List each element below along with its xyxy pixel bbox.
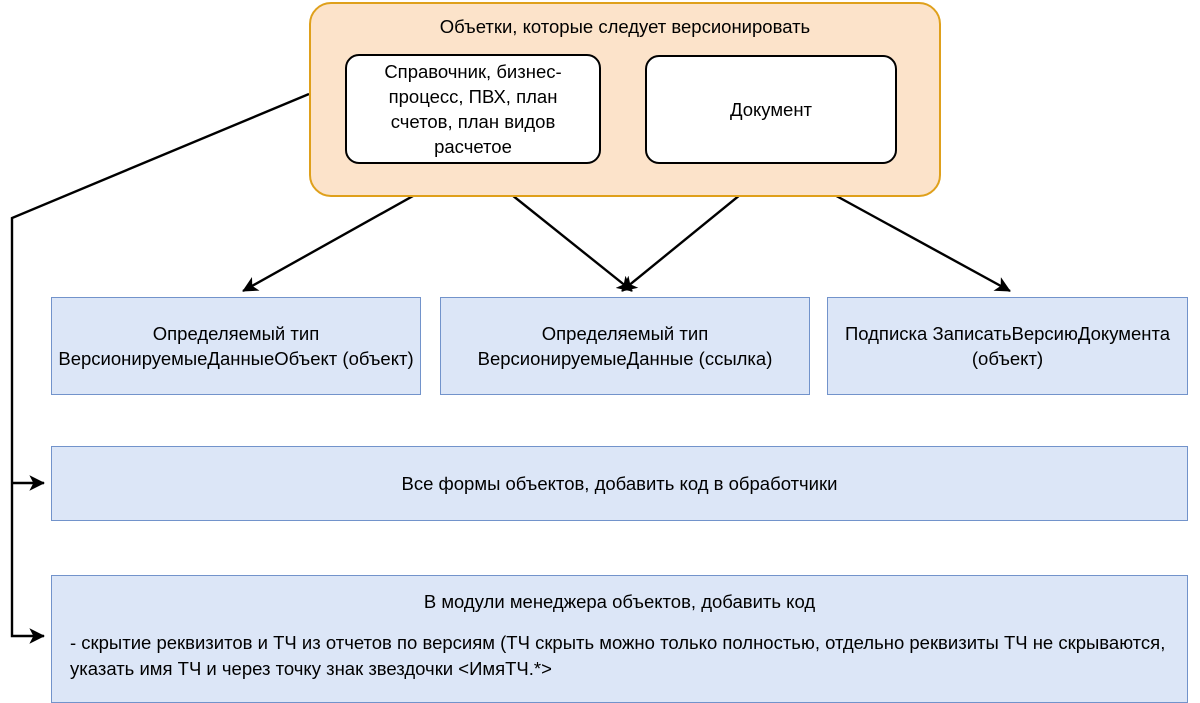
node-title: В модули менеджера объектов, добавить ко… bbox=[423, 591, 816, 612]
node-label: Подписка ЗаписатьВерсиюДокумента (объект… bbox=[844, 323, 1171, 369]
node-label: Справочник, бизнес-процесс, ПВХ, план сч… bbox=[384, 61, 562, 157]
node-dokument[interactable]: Документ bbox=[645, 55, 897, 164]
node-label: Все формы объектов, добавить код в обраб… bbox=[401, 473, 838, 494]
node-opredelyaemiy-tip-versioniruemye-dannye-ssylka[interactable]: Определяемый тип ВерсионируемыеДанные (с… bbox=[440, 297, 810, 395]
node-label: Определяемый тип ВерсионируемыеДанныеОбъ… bbox=[58, 323, 414, 369]
node-label: Определяемый тип ВерсионируемыеДанные (с… bbox=[477, 323, 773, 369]
node-label: Документ bbox=[729, 99, 813, 120]
node-v-moduli-menedzhera-obektov[interactable]: В модули менеджера объектов, добавить ко… bbox=[51, 575, 1188, 703]
node-opredelyaemiy-tip-versioniruemye-dannye-obekt[interactable]: Определяемый тип ВерсионируемыеДанныеОбъ… bbox=[51, 297, 421, 395]
diagram-canvas: Объетки, которые следует версионировать … bbox=[10, 2, 1188, 703]
node-podpiska-zapisat-versiyu-dokumenta[interactable]: Подписка ЗаписатьВерсиюДокумента (объект… bbox=[827, 297, 1188, 395]
node-spravochnik-bizness-process[interactable]: Справочник, бизнес-процесс, ПВХ, план сч… bbox=[345, 54, 601, 164]
group-title: Объетки, которые следует версионировать bbox=[439, 16, 811, 37]
connector-group-to-forms bbox=[10, 92, 310, 491]
connector-group-to-modules bbox=[10, 483, 45, 644]
node-vse-formy-obektov[interactable]: Все формы объектов, добавить код в обраб… bbox=[51, 446, 1188, 521]
node-body-text: - скрытие реквизитов и ТЧ из отчетов по … bbox=[70, 632, 1166, 679]
